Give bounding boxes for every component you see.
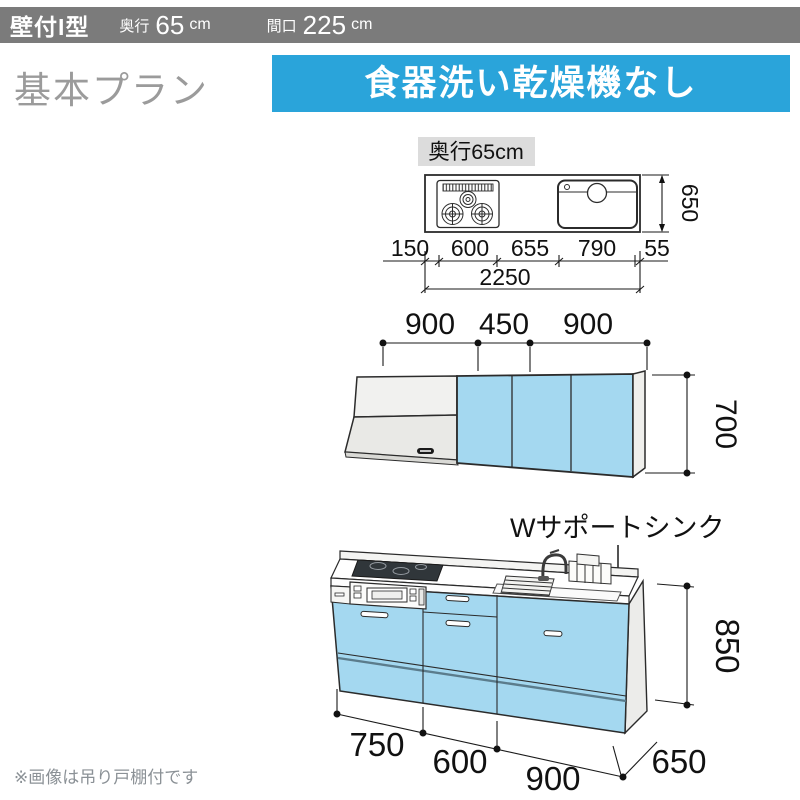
dim-total-row: 2250 <box>420 264 645 294</box>
dish-rack <box>568 553 612 585</box>
dim-600-base: 600 <box>432 743 487 780</box>
dim-655: 655 <box>511 235 549 261</box>
footnote-text: ※画像は吊り戸棚付です <box>14 768 199 787</box>
dim-wall-segments: 900 450 900 <box>379 308 651 372</box>
grill-control-panel <box>330 581 427 610</box>
dim-150: 150 <box>391 235 429 261</box>
top-view-diagram: 奥行65cm 650 <box>383 137 703 294</box>
depth-tag: 奥行65cm <box>418 137 535 166</box>
layout-type-label: 壁付I型 <box>10 14 90 40</box>
depth-value: 65 <box>155 9 185 40</box>
gas-cooktop-plan <box>436 179 500 229</box>
dim-850-label: 850 <box>709 618 746 673</box>
dim-base-segments: 750 600 900 <box>333 689 627 797</box>
dim-900-left: 900 <box>405 308 455 341</box>
depth-unit: cm <box>189 16 211 33</box>
support-sink-label: Wサポートシンク <box>510 513 724 543</box>
wall-cabinet-side-panel <box>632 370 646 479</box>
range-hood <box>344 375 459 466</box>
dim-55: 55 <box>644 235 670 261</box>
dim-750: 750 <box>349 726 404 763</box>
no-dishwasher-banner: 食器洗い乾燥機なし <box>272 55 790 112</box>
dim-650-label: 650 <box>677 184 703 222</box>
drawer-handles <box>360 594 563 637</box>
width-value: 225 <box>302 9 347 40</box>
base-unit-diagram: Wサポートシンク <box>330 513 746 797</box>
dim-2250: 2250 <box>479 264 530 290</box>
dim-base-height: 850 <box>654 582 746 709</box>
dim-base-depth: 650 <box>624 741 707 780</box>
spec-header-bar: 壁付I型 奥行 65 cm 間口 225 cm <box>0 7 800 43</box>
dim-segments-row: 150 600 655 790 55 <box>383 235 670 293</box>
dim-650-base: 650 <box>651 743 706 780</box>
dim-450: 450 <box>479 308 529 341</box>
wall-cabinet-doors <box>456 370 646 479</box>
base-cabinet-front <box>330 585 630 734</box>
dim-900-base: 900 <box>525 760 580 797</box>
width-unit: cm <box>351 16 373 33</box>
depth-tag-label: 奥行65cm <box>428 140 524 164</box>
dim-wall-height: 700 <box>645 371 742 477</box>
dim-counter-depth: 650 <box>642 174 703 233</box>
dim-700-label: 700 <box>709 399 742 449</box>
faucet <box>538 549 568 581</box>
dim-900-right: 900 <box>563 308 613 341</box>
plan-name-title: 基本プラン <box>14 70 209 111</box>
dim-790: 790 <box>578 235 616 261</box>
wall-units-diagram: 900 450 900 <box>344 308 742 479</box>
dim-600: 600 <box>451 235 489 261</box>
cooktop-top <box>351 559 444 582</box>
depth-label: 奥行 <box>119 17 150 35</box>
sink-plan <box>557 179 638 229</box>
width-label: 間口 <box>266 17 297 35</box>
